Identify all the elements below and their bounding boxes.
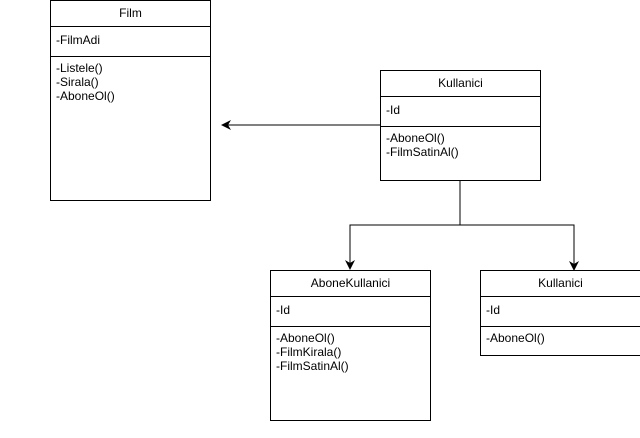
method: -AboneOl() xyxy=(486,331,545,345)
class-film-title: Film xyxy=(51,1,210,27)
class-kullanici-top-title: Kullanici xyxy=(381,71,540,97)
class-abone-kullanici[interactable]: AboneKullanici -Id -AboneOl() -FilmKiral… xyxy=(270,270,431,421)
inheritance-arrow-kullanici-abonekullanici xyxy=(345,180,461,270)
class-kullanici-bottom[interactable]: Kullanici -Id -AboneOl() xyxy=(480,270,640,356)
method: -AboneOl() xyxy=(386,131,445,145)
class-film-attributes: -FilmAdi xyxy=(51,27,210,57)
method: -Listele() xyxy=(56,61,103,75)
method: -AboneOl() xyxy=(56,89,115,103)
class-film-methods: -Listele() -Sirala() -AboneOl() xyxy=(51,57,210,107)
class-kullanici-top[interactable]: Kullanici -Id -AboneOl() -FilmSatinAl() xyxy=(380,70,541,181)
attribute: -FilmAdi xyxy=(56,33,100,47)
class-kullanici-top-attributes: -Id xyxy=(381,97,540,127)
class-kullanici-top-methods: -AboneOl() -FilmSatinAl() xyxy=(381,127,540,163)
method: -FilmSatinAl() xyxy=(276,359,349,373)
attribute: -Id xyxy=(486,303,501,317)
attribute: -Id xyxy=(386,103,401,117)
class-abone-kullanici-attributes: -Id xyxy=(271,297,430,327)
method: -Sirala() xyxy=(56,75,99,89)
class-kullanici-bottom-title: Kullanici xyxy=(481,271,640,297)
method: -FilmSatinAl() xyxy=(386,145,459,159)
inheritance-arrow-kullanici-kullanici xyxy=(460,224,579,271)
class-abone-kullanici-methods: -AboneOl() -FilmKirala() -FilmSatinAl() xyxy=(271,327,430,377)
class-film[interactable]: Film -FilmAdi -Listele() -Sirala() -Abon… xyxy=(50,0,211,201)
class-kullanici-bottom-methods: -AboneOl() xyxy=(481,327,640,349)
method: -FilmKirala() xyxy=(276,345,342,359)
method: -AboneOl() xyxy=(276,331,335,345)
class-kullanici-bottom-attributes: -Id xyxy=(481,297,640,327)
attribute: -Id xyxy=(276,303,291,317)
class-abone-kullanici-title: AboneKullanici xyxy=(271,271,430,297)
